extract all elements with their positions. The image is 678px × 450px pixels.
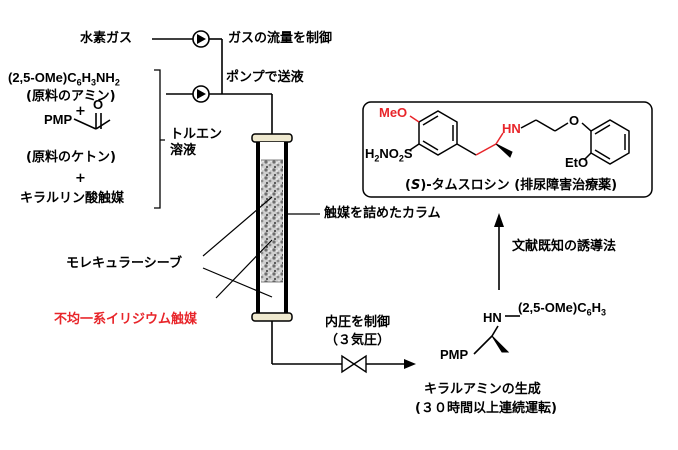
ketone-structure bbox=[73, 113, 111, 130]
tamsulosin-oxygen: O bbox=[569, 113, 580, 128]
plus-sign-1: + bbox=[75, 104, 86, 119]
derivation-arrow bbox=[494, 213, 504, 290]
amine-name: (原料のアミン) bbox=[26, 89, 116, 104]
pressure-value-label: （３気圧） bbox=[325, 333, 391, 348]
ketone-pmp: PMP bbox=[44, 112, 73, 127]
hydrogen-gas-label: 水素ガス bbox=[80, 31, 133, 46]
ketone-name: (原料のケトン) bbox=[26, 150, 116, 165]
feed-lines bbox=[152, 38, 273, 134]
tamsulosin-structure bbox=[409, 110, 630, 165]
pump-icon bbox=[192, 85, 210, 103]
toluene-solution-label: トルエン 溶液 bbox=[170, 127, 223, 158]
product-subtitle: (３０時間以上連続運転) bbox=[415, 401, 557, 416]
product-substituent: (2,5-OMe)C6H3 bbox=[518, 300, 607, 318]
pointer-lines bbox=[202, 196, 320, 299]
iridium-catalyst-label: 不均一系イリジウム触媒 bbox=[54, 312, 198, 327]
gas-flow-controller-icon bbox=[192, 30, 210, 48]
ketone-oxygen: O bbox=[93, 97, 104, 112]
pressure-control-label: 内圧を制御 bbox=[325, 315, 391, 330]
known-method-label: 文献既知の誘導法 bbox=[512, 239, 617, 254]
product-pmp: PMP bbox=[440, 347, 469, 362]
gas-flow-control-label: ガスの流量を制御 bbox=[228, 31, 333, 46]
molecular-sieve-label: モレキュラーシーブ bbox=[66, 256, 182, 271]
back-pressure-valve-icon bbox=[341, 354, 367, 374]
product-structure bbox=[473, 315, 520, 355]
product-title: キラルアミンの生成 bbox=[424, 382, 541, 397]
tamsulosin-meo: MeO bbox=[379, 105, 408, 120]
pump-feed-label: ポンプで送液 bbox=[226, 70, 304, 85]
tamsulosin-hn: HN bbox=[502, 121, 521, 136]
amine-formula: (2,5-OMe)C6H3NH2 bbox=[8, 70, 120, 88]
tamsulosin-sulfonamide: H2NO2S bbox=[365, 146, 413, 164]
tamsulosin-eto: EtO bbox=[565, 155, 589, 170]
solution-brace bbox=[154, 69, 165, 209]
product-hn: HN bbox=[483, 310, 502, 325]
outlet-line bbox=[271, 321, 404, 365]
tamsulosin-name: (S)-タムスロシン (排尿障害治療薬) bbox=[405, 178, 618, 193]
packed-column bbox=[251, 133, 293, 322]
outlet-arrowhead bbox=[404, 359, 416, 369]
tamsulosin-box bbox=[362, 101, 653, 198]
chiral-acid-catalyst: キラルリン酸触媒 bbox=[20, 191, 125, 206]
plus-sign-2: + bbox=[75, 171, 86, 186]
packed-column-label: 触媒を詰めたカラム bbox=[324, 206, 441, 221]
